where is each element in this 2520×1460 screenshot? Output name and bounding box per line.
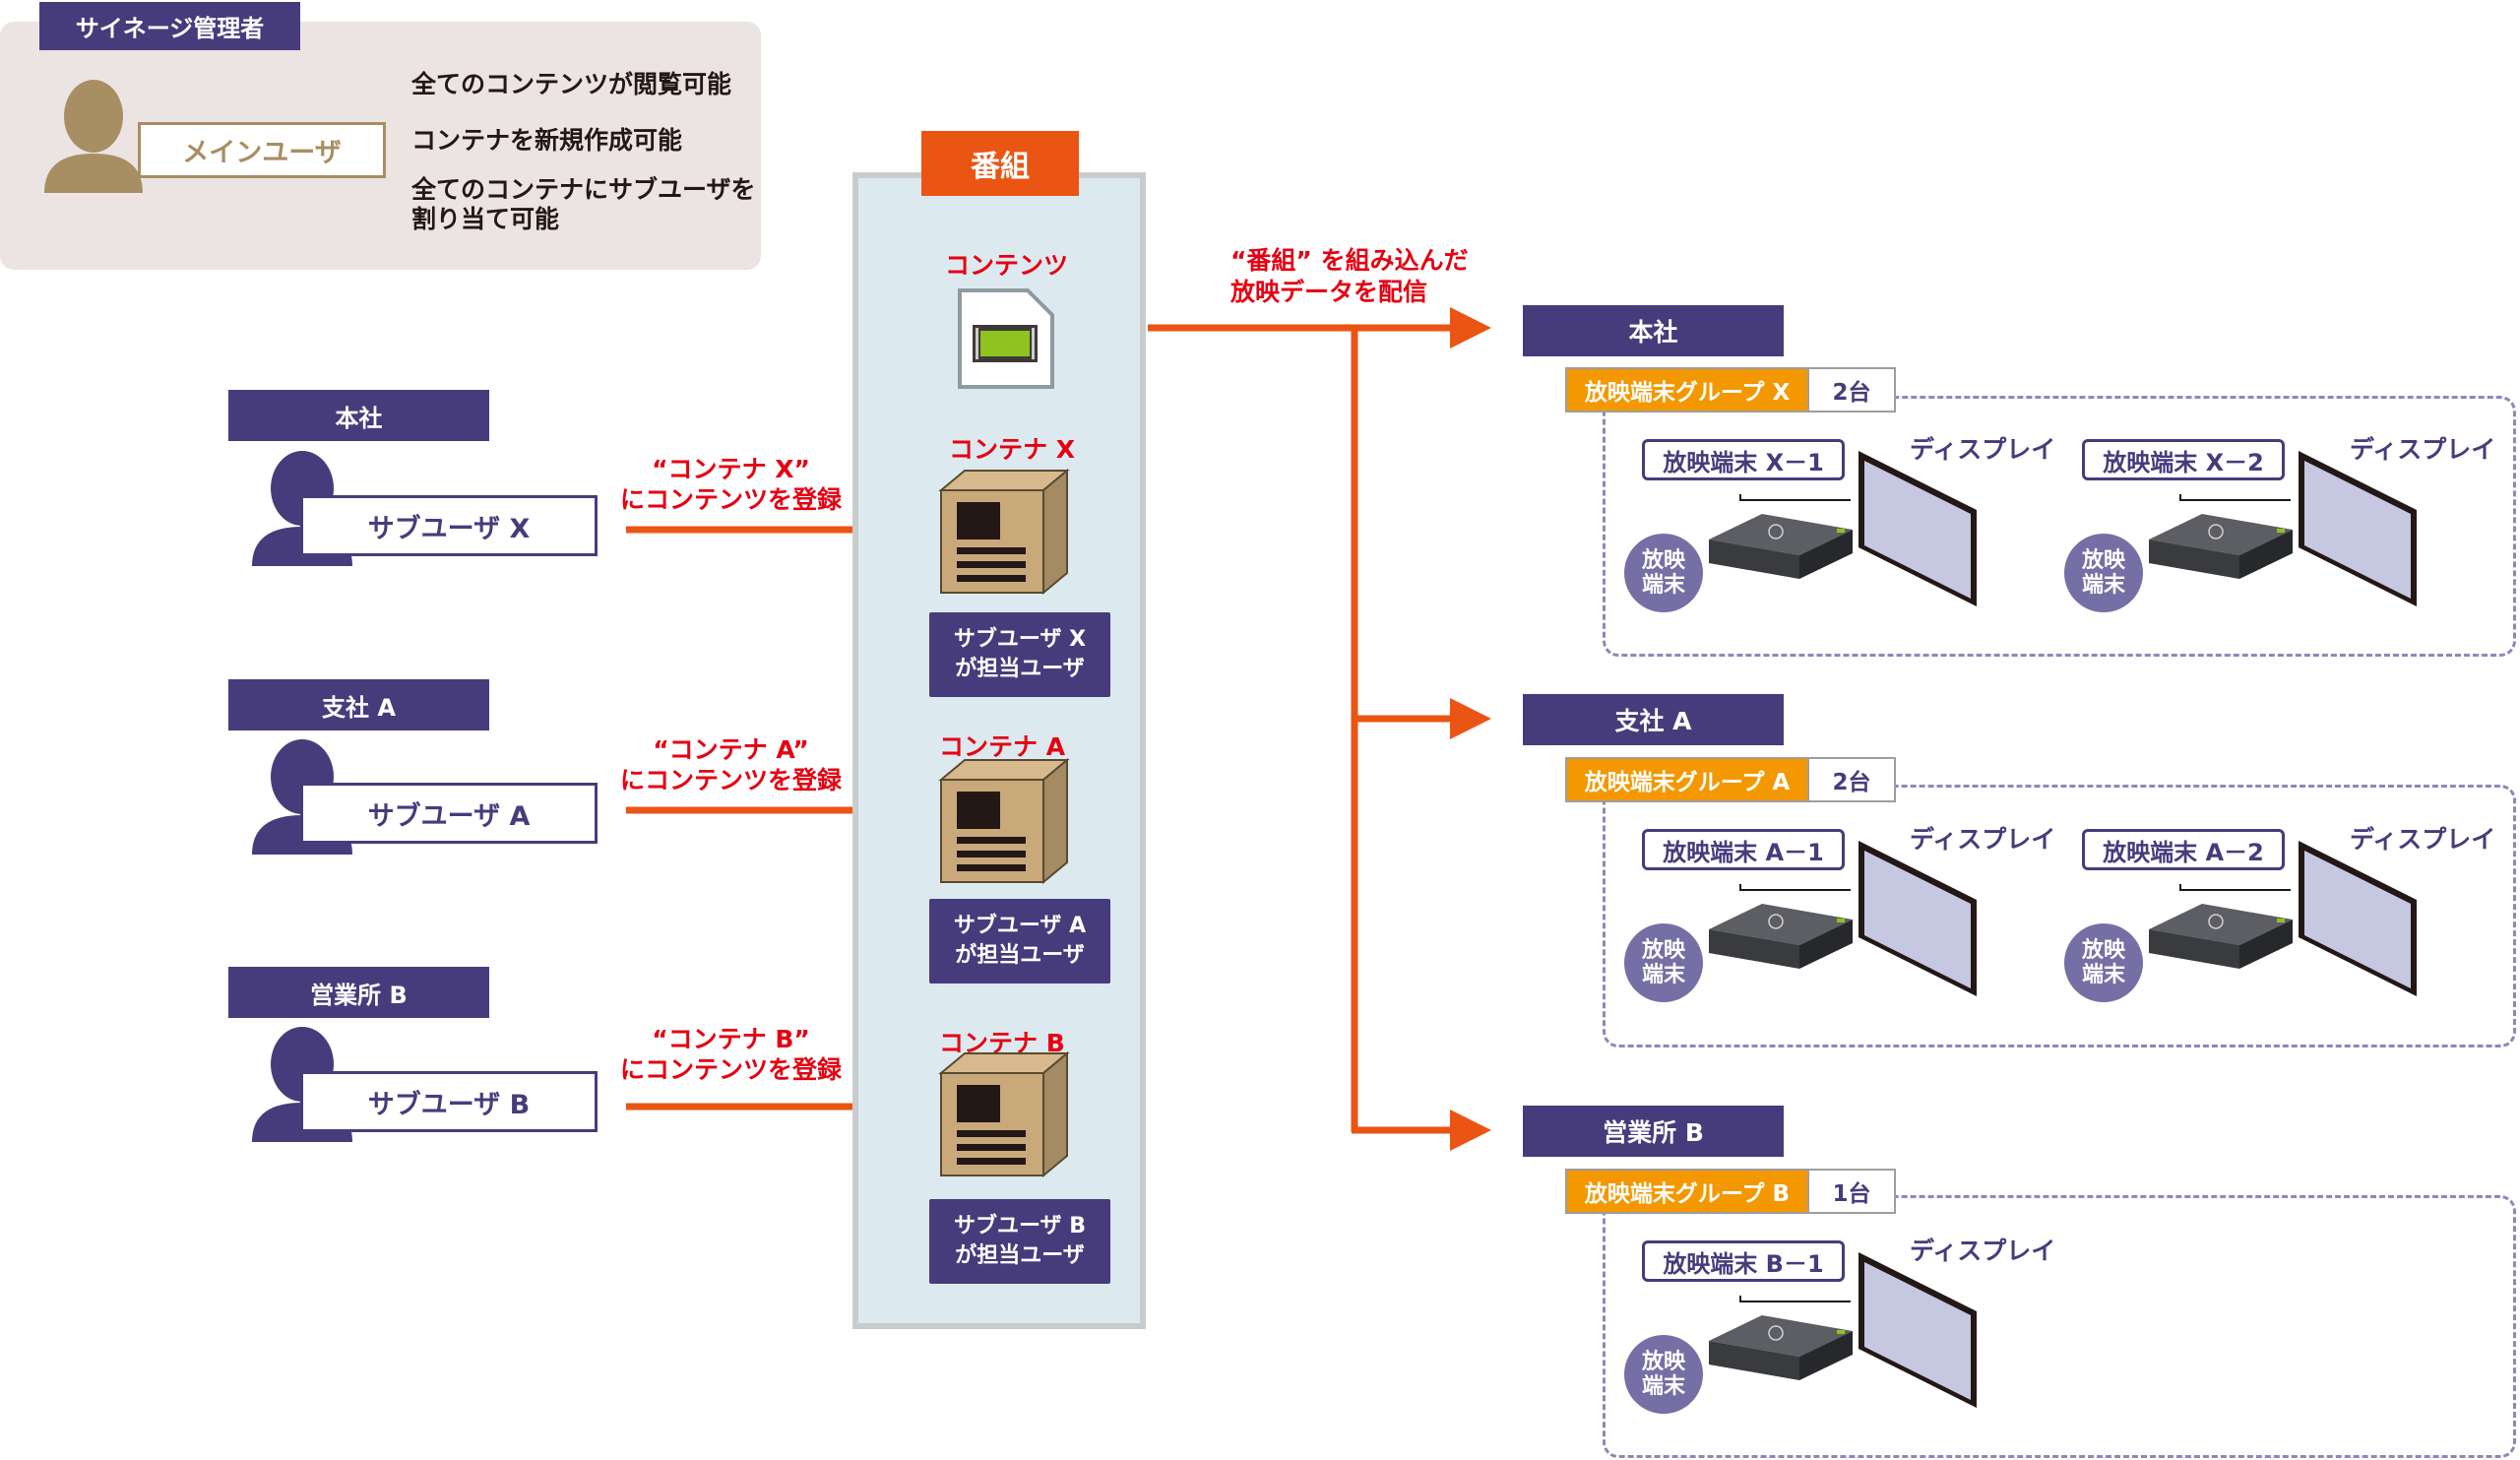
terminal-x2-display-label: ディスプレイ — [2350, 435, 2496, 464]
main-user-person-icon — [44, 80, 143, 193]
permission-assign-line1: 全てのコンテナにサブユーザを — [411, 175, 756, 204]
subuser-x-label: サブユーザ X — [300, 495, 598, 556]
register-b-line1: “コンテナ B” — [652, 1025, 810, 1053]
terminal-b1-display-label: ディスプレイ — [1910, 1237, 2056, 1265]
distribution-text: “番組” を組み込んだ 放映データを配信 — [1230, 245, 1469, 308]
terminal-x2-device — [2149, 451, 2417, 606]
right-site-header-eigyosho-b: 営業所 B — [1523, 1106, 1784, 1157]
terminal-x2-badge: 放映 端末 — [2064, 534, 2143, 612]
distribution-line1: “番組” を組み込んだ — [1230, 246, 1469, 275]
register-b-text: “コンテナ B” にコンテンツを登録 — [620, 1024, 842, 1085]
terminal-b1-badge-line1: 放映 — [1641, 1350, 1685, 1374]
container-a-box-icon — [938, 757, 1070, 885]
terminal-group-x-count: 2台 — [1809, 367, 1896, 413]
terminal-group-x-area — [1603, 396, 2516, 657]
terminal-a1-badge-line2: 端末 — [1641, 963, 1685, 987]
container-a-owner-line1: サブユーザ A — [953, 914, 1087, 938]
main-user-label: メインユーザ — [138, 122, 386, 178]
terminal-group-a-label: 放映端末グループ A — [1565, 757, 1809, 802]
terminal-x1-label: 放映端末 X－1 — [1642, 439, 1845, 480]
terminal-a1-badge-line1: 放映 — [1641, 938, 1685, 963]
terminal-a2-badge-line2: 端末 — [2081, 963, 2125, 987]
right-site-header-shisha-a: 支社 A — [1523, 694, 1784, 745]
container-a-name: コンテナ A — [939, 732, 1066, 761]
permission-create: コンテナを新規作成可能 — [411, 126, 683, 155]
terminal-b1-label: 放映端末 B－1 — [1642, 1240, 1845, 1282]
distribution-line2: 放映データを配信 — [1230, 278, 1428, 306]
terminal-a2-badge-line1: 放映 — [2081, 938, 2125, 963]
permission-view: 全てのコンテンツが閲覧可能 — [411, 70, 732, 98]
register-a-text: “コンテナ A” にコンテンツを登録 — [620, 734, 842, 795]
terminal-a2-label: 放映端末 A－2 — [2082, 829, 2285, 870]
terminal-a1-badge: 放映 端末 — [1624, 923, 1703, 1002]
register-x-line1: “コンテナ X” — [652, 455, 810, 483]
container-x-owner-line1: サブユーザ X — [953, 627, 1087, 652]
terminal-group-b-area — [1603, 1195, 2516, 1458]
program-title: 番組 — [921, 131, 1079, 196]
terminal-b1-device — [1709, 1252, 1977, 1408]
content-file-icon — [958, 288, 1054, 389]
terminal-a2-display-label: ディスプレイ — [2350, 825, 2496, 854]
terminal-a2-badge: 放映 端末 — [2064, 923, 2143, 1002]
register-x-line2: にコンテンツを登録 — [620, 485, 843, 514]
container-x-owner: サブユーザ X が担当ユーザ — [929, 612, 1110, 697]
terminal-group-b-label: 放映端末グループ B — [1565, 1169, 1809, 1214]
subuser-a-label: サブユーザ A — [300, 783, 598, 844]
site-header-honsha: 本社 — [228, 390, 489, 441]
terminal-x1-device — [1709, 451, 1977, 606]
permission-assign-line2: 割り当て可能 — [411, 205, 560, 233]
container-x-name: コンテナ X — [949, 435, 1075, 464]
container-a-owner-line2: が担当ユーザ — [955, 943, 1085, 968]
terminal-x1-badge-line1: 放映 — [1641, 548, 1685, 573]
terminal-a2-device — [2149, 841, 2417, 996]
site-header-shisha-a: 支社 A — [228, 679, 489, 730]
container-x-box-icon — [938, 468, 1070, 596]
terminal-group-x-label: 放映端末グループ X — [1565, 367, 1809, 413]
terminal-x1-display-label: ディスプレイ — [1910, 435, 2056, 464]
terminal-b1-badge: 放映 端末 — [1624, 1335, 1703, 1414]
container-b-owner-line1: サブユーザ B — [954, 1214, 1086, 1238]
container-b-owner-line2: が担当ユーザ — [955, 1243, 1085, 1268]
container-a-owner: サブユーザ A が担当ユーザ — [929, 899, 1110, 984]
container-b-box-icon — [938, 1050, 1070, 1178]
register-b-line2: にコンテンツを登録 — [620, 1055, 843, 1084]
container-x-owner-line2: が担当ユーザ — [955, 657, 1085, 681]
terminal-x2-badge-line2: 端末 — [2081, 573, 2125, 598]
container-b-owner: サブユーザ B が担当ユーザ — [929, 1199, 1110, 1284]
admin-title: サイネージ管理者 — [39, 2, 300, 50]
terminal-group-a-count: 2台 — [1809, 757, 1896, 802]
terminal-group-b-count: 1台 — [1809, 1169, 1896, 1214]
right-site-header-honsha: 本社 — [1523, 305, 1784, 356]
terminal-a1-label: 放映端末 A－1 — [1642, 829, 1845, 870]
terminal-x1-badge-line2: 端末 — [1641, 573, 1685, 598]
subuser-b-label: サブユーザ B — [300, 1071, 598, 1132]
terminal-b1-badge-line2: 端末 — [1641, 1374, 1685, 1399]
terminal-group-a-area — [1603, 785, 2516, 1047]
terminal-a1-device — [1709, 841, 1977, 996]
terminal-x2-badge-line1: 放映 — [2081, 548, 2125, 573]
terminal-a1-display-label: ディスプレイ — [1910, 825, 2056, 854]
register-a-line1: “コンテナ A” — [653, 735, 809, 764]
site-header-eigyosho-b: 営業所 B — [228, 967, 489, 1018]
terminal-x1-badge: 放映 端末 — [1624, 534, 1703, 612]
terminal-x2-label: 放映端末 X－2 — [2082, 439, 2285, 480]
register-a-line2: にコンテンツを登録 — [620, 766, 843, 794]
contents-label: コンテンツ — [945, 251, 1069, 280]
register-x-text: “コンテナ X” にコンテンツを登録 — [620, 454, 842, 515]
